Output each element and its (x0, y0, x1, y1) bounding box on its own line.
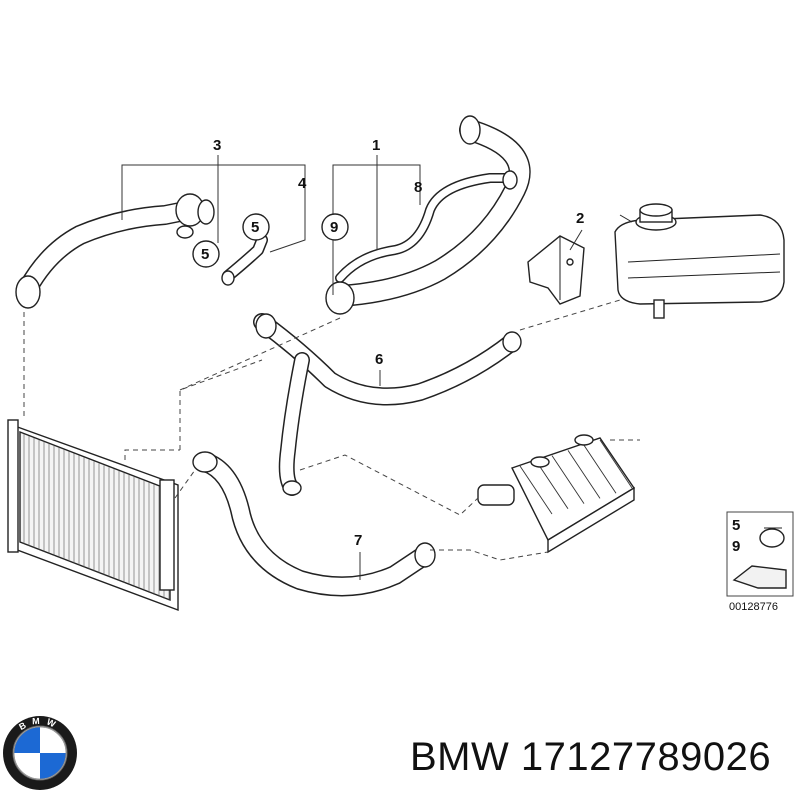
part-number-label: BMW 17127789026 (410, 735, 772, 779)
cooler-rib (519, 465, 553, 515)
diagram-number: 00128776 (729, 601, 778, 613)
callout-2: 2 (576, 210, 584, 227)
legend-5-label: 5 (732, 517, 740, 534)
legend-clamp-icon (759, 528, 785, 548)
cooler-rib (567, 450, 601, 499)
hoses (18, 119, 531, 597)
oil-cooler (477, 434, 635, 554)
bmw-logo: BMW (3, 716, 77, 790)
cooler-rib (551, 455, 585, 504)
expansion-tank (614, 203, 785, 319)
legend-box: 5 9 00128776 (726, 511, 794, 613)
cooler-rib (599, 439, 633, 489)
legend-arrow-icon (732, 565, 787, 589)
cooler-rib (583, 444, 617, 494)
clamps (15, 115, 522, 568)
radiator-fins (23, 434, 170, 601)
callouts: 1 2 3 4 5 5 6 7 8 9 (192, 137, 584, 549)
cooler-ribs (519, 439, 633, 515)
leader-lines (121, 155, 583, 580)
bracket (527, 235, 585, 305)
callout-3: 3 (213, 137, 221, 154)
callout-7: 7 (354, 532, 362, 549)
legend-9-label: 9 (732, 538, 740, 555)
callout-5-top: 5 (251, 219, 259, 236)
callout-1: 1 (372, 137, 380, 154)
dashed-connections (23, 299, 640, 561)
callout-6: 6 (375, 351, 383, 368)
callout-8: 8 (414, 179, 422, 196)
callout-5-bottom: 5 (201, 246, 209, 263)
cooler-rib (535, 460, 569, 510)
callout-9: 9 (330, 219, 338, 236)
radiator (7, 419, 179, 612)
callout-4: 4 (298, 175, 307, 192)
